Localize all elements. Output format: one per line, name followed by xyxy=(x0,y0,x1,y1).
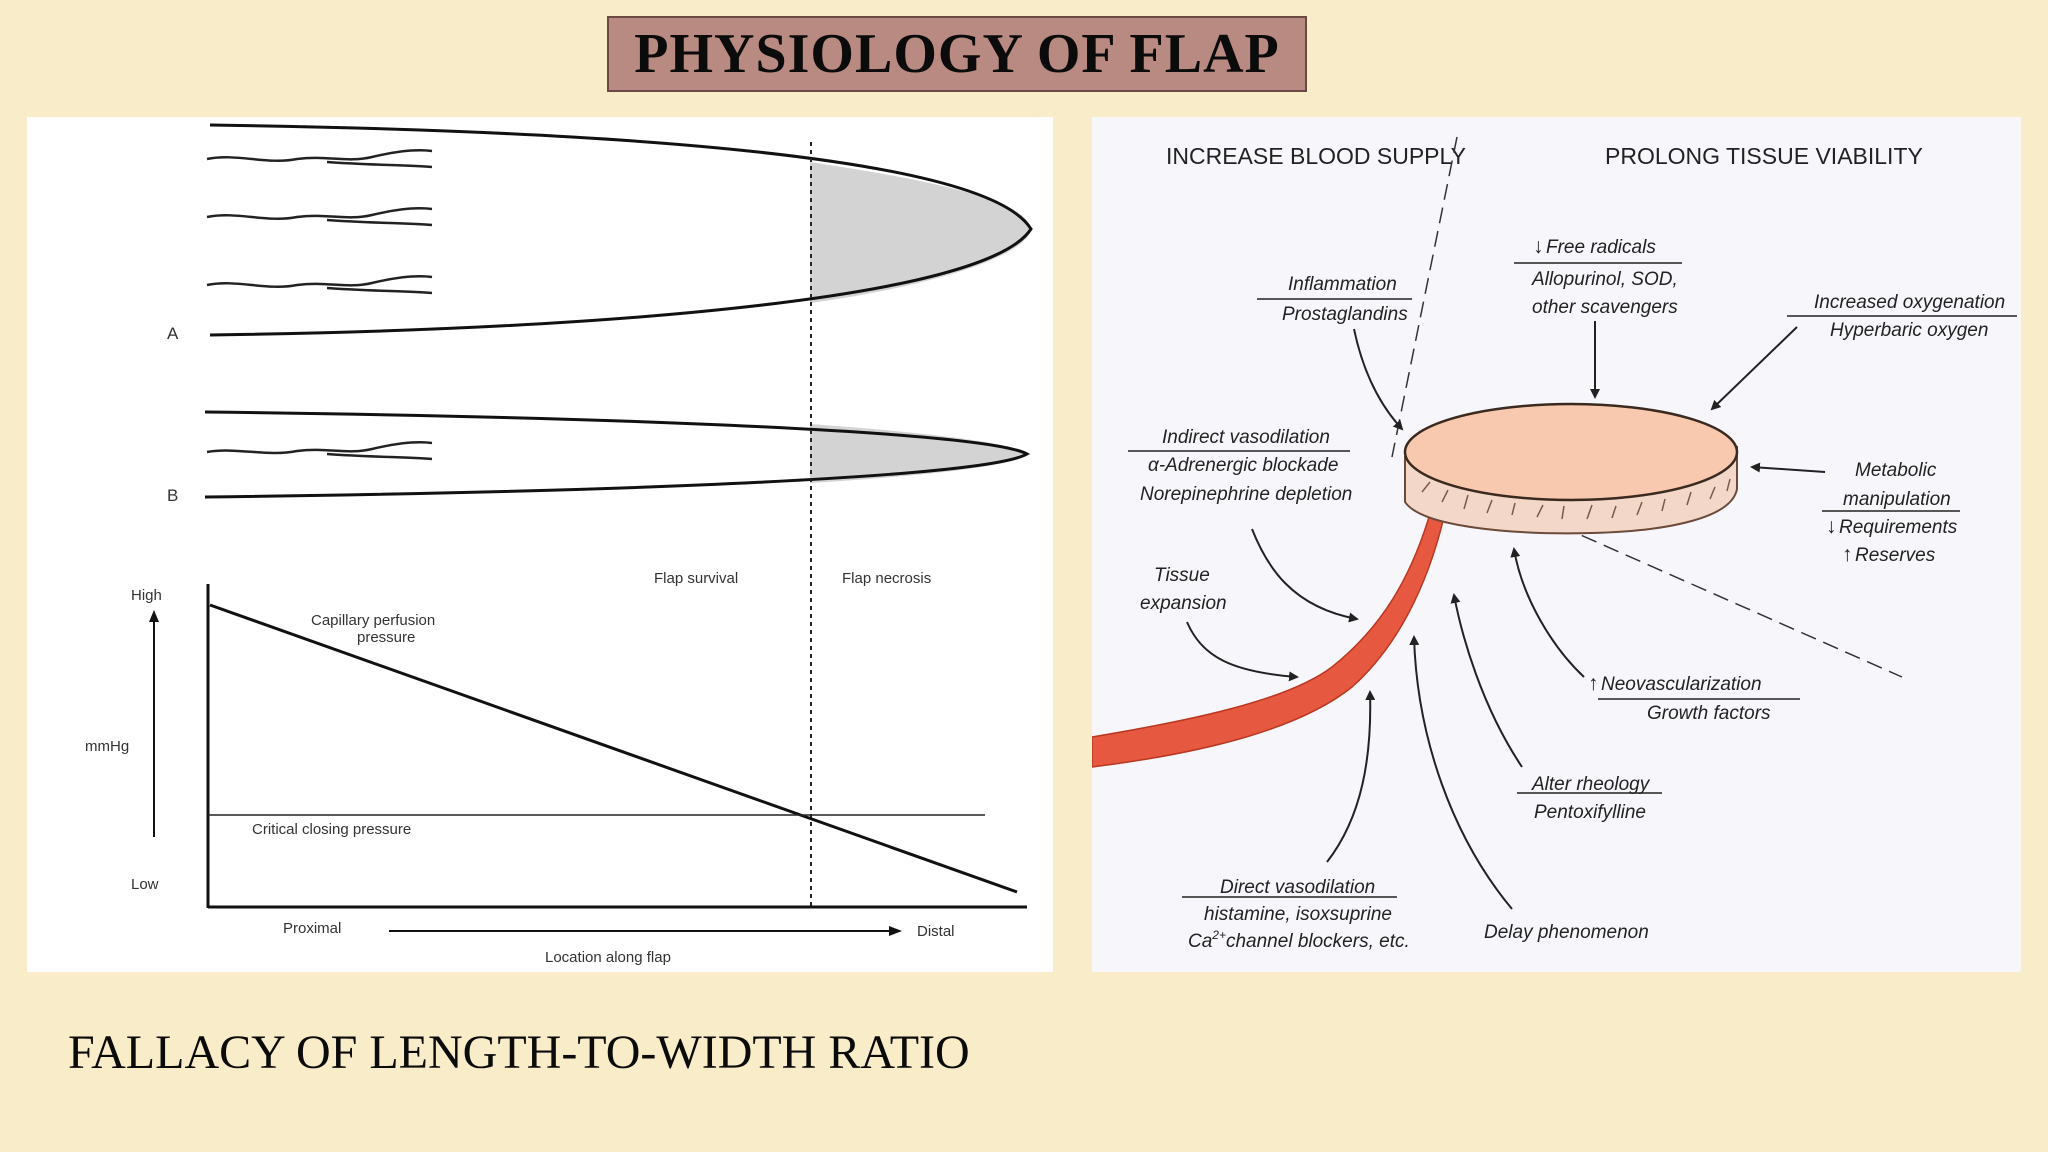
label-prostaglandins: Prostaglandins xyxy=(1282,304,1408,325)
label-allopurinol: Allopurinol, SOD, xyxy=(1531,269,1678,290)
flap-b-outline xyxy=(204,410,1031,499)
arrow-delay-phenomenon xyxy=(1409,635,1513,910)
flap-perfusion-svg: A B Flap survival Flap necrosis High mmH… xyxy=(85,123,1033,966)
label-requirements: Requirements xyxy=(1839,517,1958,538)
label-expansion: expansion xyxy=(1140,593,1227,614)
label-growth-factors: Growth factors xyxy=(1647,703,1771,724)
label-delay-phenomenon: Delay phenomenon xyxy=(1484,922,1649,943)
divider-dashed-vertical xyxy=(1391,136,1458,458)
artery-vessel xyxy=(1092,505,1445,768)
critical-closing-label: Critical closing pressure xyxy=(252,821,411,838)
label-indirect-vasodilation: Indirect vasodilation xyxy=(1162,427,1330,448)
flap-a-vessel-1 xyxy=(206,149,433,162)
y-axis-label: mmHg xyxy=(85,738,129,755)
label-scavengers: other scavengers xyxy=(1532,297,1678,318)
label-ca-channel: Ca2+channel blockers, etc. xyxy=(1188,928,1410,952)
neovascularization-up-arrow: ↑ xyxy=(1588,672,1599,695)
flap-a-label: A xyxy=(167,324,179,343)
label-free-radicals: Free radicals xyxy=(1546,237,1656,258)
y-axis-high: High xyxy=(131,587,162,604)
flap-a-outline xyxy=(209,123,1033,337)
arrow-increased-oxygenation xyxy=(1710,326,1798,411)
flap-b-vessel xyxy=(206,441,433,455)
arrow-metabolic xyxy=(1750,462,1826,473)
tissue-disc-texture xyxy=(1421,478,1731,520)
flap-b-necrosis-area xyxy=(810,424,1027,483)
arrow-direct-vasodilation xyxy=(1326,690,1376,863)
x-axis-proximal: Proximal xyxy=(283,920,341,937)
y-arrow-head xyxy=(149,610,159,622)
flap-a-vessel-2b xyxy=(326,218,433,227)
x-axis-distal: Distal xyxy=(917,923,955,940)
slide-title: PHYSIOLOGY OF FLAP xyxy=(634,23,1280,85)
slide-title-box: PHYSIOLOGY OF FLAP xyxy=(607,16,1307,92)
label-histamine: histamine, isoxsuprine xyxy=(1204,904,1392,925)
flap-a-necrosis-area xyxy=(810,162,1031,303)
label-inflammation: Inflammation xyxy=(1288,274,1397,295)
free-radicals-down-arrow: ↓ xyxy=(1533,235,1544,258)
label-manipulation: manipulation xyxy=(1843,489,1951,510)
flap-b-vessel-b xyxy=(326,452,433,461)
tissue-disc-top xyxy=(1403,402,1739,502)
arrow-alter-rheology xyxy=(1450,593,1523,768)
arrow-inflammation xyxy=(1353,328,1404,431)
slide-caption: FALLACY OF LENGTH-TO-WIDTH RATIO xyxy=(68,1026,970,1079)
arrow-tissue-expansion xyxy=(1186,621,1299,682)
label-neovascularization: Neovascularization xyxy=(1601,674,1762,695)
label-reserves: Reserves xyxy=(1855,545,1936,566)
flap-a-vessel-2 xyxy=(206,207,433,220)
label-alter-rheology: Alter rheology xyxy=(1531,774,1651,795)
requirements-down-arrow: ↓ xyxy=(1826,515,1837,538)
header-increase-blood-supply: INCREASE BLOOD SUPPLY xyxy=(1166,143,1466,169)
label-direct-vasodilation: Direct vasodilation xyxy=(1220,877,1375,898)
reserves-up-arrow: ↑ xyxy=(1842,543,1853,566)
arrow-neovascularization xyxy=(1510,547,1585,678)
flap-perfusion-diagram: A B Flap survival Flap necrosis High mmH… xyxy=(27,117,1053,972)
x-arrow-head xyxy=(889,926,902,936)
label-hyperbaric-oxygen: Hyperbaric oxygen xyxy=(1830,320,1988,341)
header-prolong-tissue-viability: PROLONG TISSUE VIABILITY xyxy=(1605,143,1923,169)
arrow-indirect-vasodilation xyxy=(1251,528,1359,623)
flap-a-vessel-1b xyxy=(326,160,433,169)
y-axis-low: Low xyxy=(131,876,159,893)
label-alpha-blockade: α-Adrenergic blockade xyxy=(1148,455,1338,476)
capillary-perfusion-label-2: pressure xyxy=(357,629,415,646)
flap-a-vessel-3 xyxy=(206,275,433,288)
flap-survival-label: Flap survival xyxy=(654,570,738,587)
label-norepinephrine-depletion: Norepinephrine depletion xyxy=(1140,484,1352,505)
flap-viability-diagram: INCREASE BLOOD SUPPLY PROLONG TISSUE VIA… xyxy=(1092,117,2021,972)
x-axis-label: Location along flap xyxy=(545,949,671,966)
capillary-perfusion-label-1: Capillary perfusion xyxy=(311,612,435,629)
flap-a-vessel-3b xyxy=(326,286,433,295)
label-increased-oxygenation: Increased oxygenation xyxy=(1814,292,2005,313)
capillary-perfusion-line xyxy=(209,603,1018,894)
label-pentoxifylline: Pentoxifylline xyxy=(1534,802,1646,823)
label-metabolic: Metabolic xyxy=(1855,460,1937,481)
label-tissue: Tissue xyxy=(1154,565,1210,586)
flap-viability-svg: INCREASE BLOOD SUPPLY PROLONG TISSUE VIA… xyxy=(1092,136,2017,952)
flap-necrosis-label: Flap necrosis xyxy=(842,570,931,587)
flap-b-label: B xyxy=(167,486,178,505)
